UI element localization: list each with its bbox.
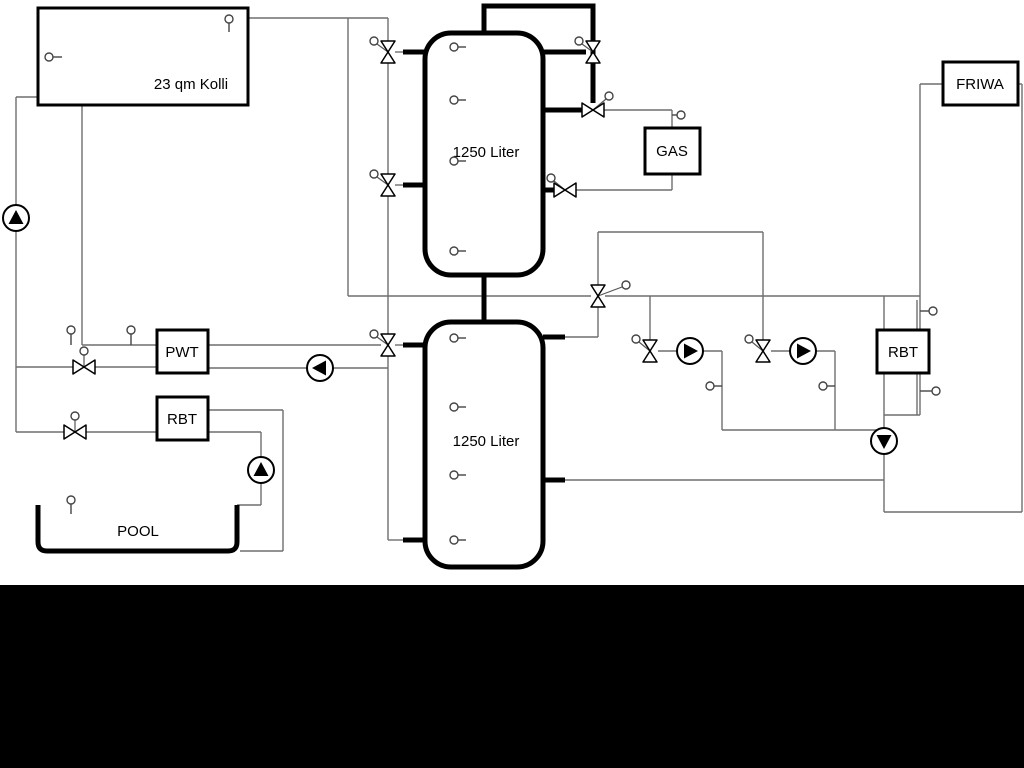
- rbt-left-box: RBT: [155, 395, 210, 442]
- pwt-primary-valve: [72, 346, 96, 375]
- sensor-icon: [449, 470, 466, 480]
- collector-label: 23 qm Kolli: [154, 76, 228, 93]
- sensor-icon: [449, 156, 466, 166]
- diagram-canvas: 23 qm Kolli 1250 Liter 1250 Liter GAS FR…: [0, 0, 1024, 585]
- sensor-icon: [920, 306, 938, 316]
- gas-return-valve: [546, 173, 577, 198]
- tank-bottom-label: 1250 Liter: [453, 433, 520, 450]
- buffer-tank-top: 1250 Liter: [422, 30, 546, 278]
- sensor-icon: [449, 333, 466, 343]
- sensor-icon: [449, 246, 466, 256]
- pwt-secondary-pump-icon: [306, 354, 334, 382]
- sensor-icon: [449, 95, 466, 105]
- heating-circuit-2-valve: [744, 334, 771, 363]
- sensor-icon: [449, 535, 466, 545]
- heating-circuit-1-pump-icon: [676, 337, 704, 365]
- tank-left-bottom-valve: [369, 329, 396, 357]
- tank-top-label: 1250 Liter: [453, 144, 520, 161]
- sensor-icon: [449, 402, 466, 412]
- sensor-icon: [126, 325, 136, 345]
- sensor-icon: [44, 52, 62, 62]
- tank-left-mid-valve: [369, 169, 396, 197]
- sensor-icon: [818, 381, 835, 391]
- collector-loop-pump-icon: [2, 204, 30, 232]
- rbt-left-valve: [63, 411, 87, 440]
- heating-circuit-1-valve: [631, 334, 658, 363]
- pwt-box: PWT: [155, 328, 210, 375]
- sensor-icon: [66, 325, 76, 345]
- rbt-loop-pump-icon: [870, 427, 898, 455]
- buffer-tank-bottom: 1250 Liter: [422, 319, 546, 570]
- pwt-label: PWT: [165, 344, 198, 361]
- rbt-right-label: RBT: [888, 344, 918, 361]
- rbt-right-box: RBT: [875, 328, 931, 375]
- pool-label: POOL: [117, 523, 159, 540]
- pool-vessel: POOL: [35, 505, 240, 554]
- gas-boiler-box: GAS: [643, 126, 702, 176]
- sensor-icon: [672, 110, 686, 120]
- solar-collector: 23 qm Kolli: [36, 6, 250, 107]
- distribution-mixing-valve: [590, 280, 631, 308]
- sensor-icon: [449, 42, 466, 52]
- sensor-icon: [224, 14, 234, 32]
- pool-loop-pump-icon: [247, 456, 275, 484]
- sensor-icon: [705, 381, 722, 391]
- tank-left-top-valve: [369, 36, 396, 64]
- friwa-label: FRIWA: [956, 76, 1004, 93]
- pipe-network-thin: [15, 17, 1023, 552]
- sensor-icon: [66, 495, 76, 514]
- sensor-group: [44, 14, 941, 545]
- gas-label: GAS: [656, 143, 688, 160]
- letterbox-bottom: [0, 585, 1024, 768]
- rbt-left-label: RBT: [167, 411, 197, 428]
- heating-circuit-2-pump-icon: [789, 337, 817, 365]
- friwa-box: FRIWA: [941, 60, 1020, 107]
- tank-right-top-valve: [574, 36, 601, 64]
- gas-mixing-valve: [581, 91, 614, 118]
- sensor-icon: [920, 386, 941, 396]
- pump-group: [2, 204, 898, 484]
